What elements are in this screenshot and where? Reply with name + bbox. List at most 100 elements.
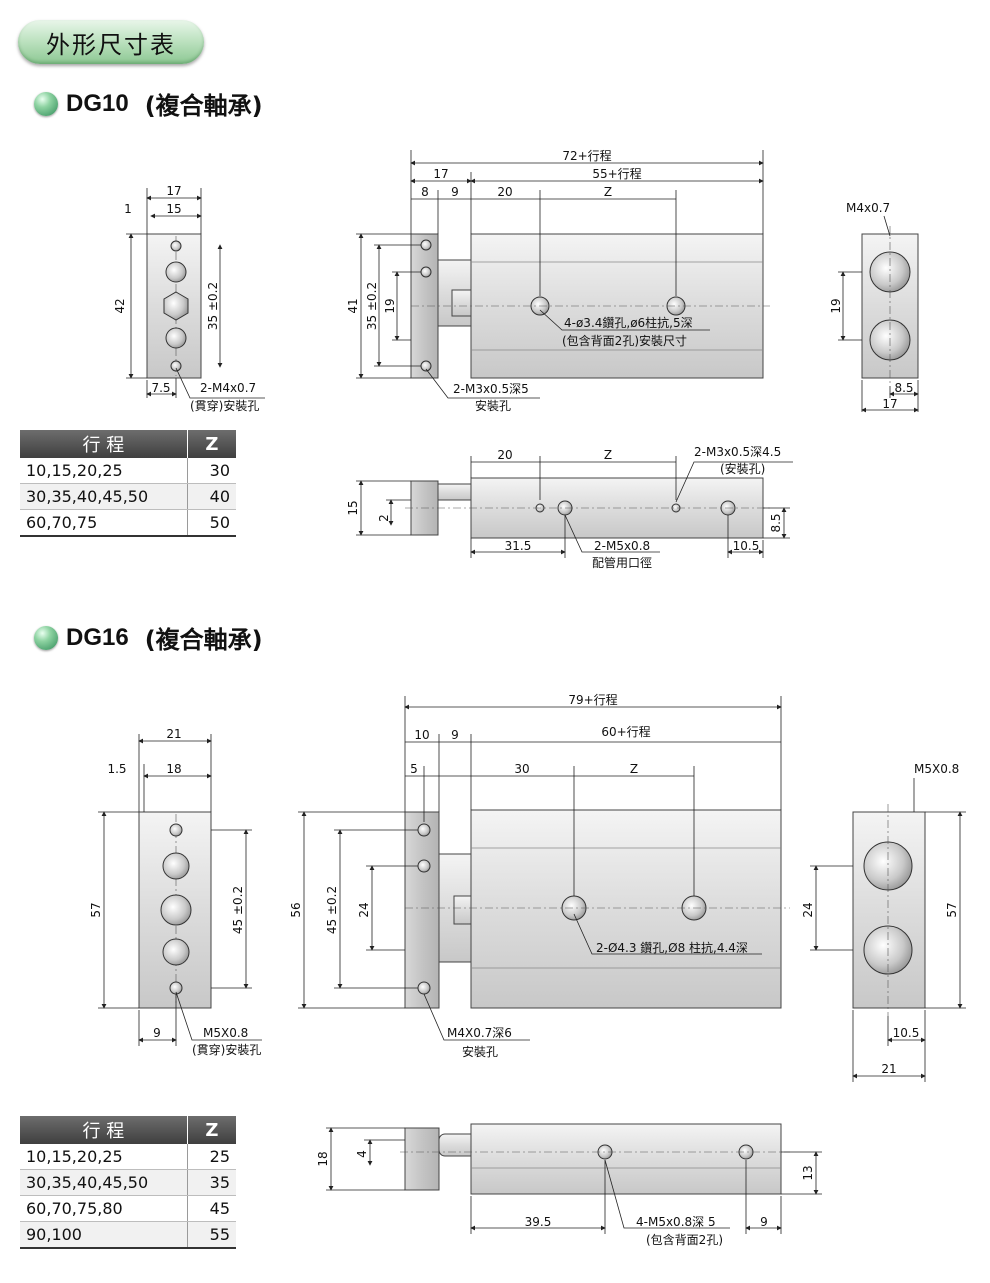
dg16-end-view: M5X0.8 24 57 10.5 21 xyxy=(801,762,966,1082)
note-text: 2-Ø4.3 鑽孔,Ø8 柱抗,4.4深 xyxy=(596,940,748,955)
dim-text: 42 xyxy=(113,298,127,313)
note-text: 2-M5x0.8 xyxy=(594,539,650,553)
dim-text: 15 xyxy=(346,500,360,515)
dim-text: 31.5 xyxy=(505,539,532,553)
stroke-header: 行 程 xyxy=(20,430,188,458)
dim-text: 2 xyxy=(377,514,391,522)
dim-text: 10.5 xyxy=(893,1026,920,1040)
table-header-row: 行 程 Z xyxy=(20,1116,236,1144)
note-text: 2-M4x0.7 xyxy=(200,381,256,395)
thread-text: M4x0.7 xyxy=(846,201,890,215)
dim-text: 15 xyxy=(166,202,181,216)
note-text: (安裝孔) xyxy=(720,461,765,476)
dim-text: 5 xyxy=(410,762,418,776)
dim-text: 72+行程 xyxy=(562,148,611,163)
z-cell: 55 xyxy=(186,1221,236,1249)
note-text: M5X0.8 xyxy=(203,1026,248,1040)
dim-text: 45 ±0.2 xyxy=(231,886,245,934)
dim-text: 17 xyxy=(166,184,181,198)
dim-text: 9 xyxy=(451,728,459,742)
dim-text: 20 xyxy=(497,448,512,462)
stroke-cell: 60,70,75,80 xyxy=(20,1195,188,1222)
green-bullet-icon xyxy=(34,91,58,116)
dim-text: 8 xyxy=(421,185,429,199)
dim-text: 20 xyxy=(497,185,512,199)
dim-text: 8.5 xyxy=(894,381,913,395)
note-text: (包含背面2孔)安裝尺寸 xyxy=(562,333,687,348)
dim-text: 18 xyxy=(316,1151,330,1166)
dim-text: 9 xyxy=(451,185,459,199)
z-cell: 45 xyxy=(186,1195,236,1222)
dim-text: 41 xyxy=(346,298,360,313)
dim-text: 19 xyxy=(383,298,397,313)
dg16-side-view: 21 18 1.5 57 45 ±0.2 9 M5X0.8 (貫穿)安裝孔 xyxy=(89,727,262,1057)
dg10-side-view: 17 15 1 42 35 ±0.2 7.5 2-M4x0.7 (貫穿)安裝孔 xyxy=(113,184,265,413)
dim-text: 39.5 xyxy=(525,1215,552,1229)
dim-text: 60+行程 xyxy=(601,724,650,739)
note-text: 安裝孔 xyxy=(475,398,511,413)
dim-text: 79+行程 xyxy=(568,692,617,707)
dg16-bottom-view: 18 4 13 39.5 4-M5x0.8深 5 (包含背面2孔) 9 xyxy=(316,1123,822,1247)
note-text: 2-M3x0.5深4.5 xyxy=(694,445,781,459)
dim-text: 45 ±0.2 xyxy=(325,886,339,934)
note-text: (包含背面2孔) xyxy=(646,1232,723,1247)
section-banner: 外形尺寸表 xyxy=(18,20,204,64)
note-text: 安裝孔 xyxy=(462,1044,498,1059)
dim-text: 9 xyxy=(760,1215,768,1229)
z-header: Z xyxy=(187,1116,236,1144)
dg10-bottom-view: 20 Z 2-M3x0.5深4.5 (安裝孔) 15 2 8.5 31.5 2-… xyxy=(346,445,793,570)
dg10-front-view: 72+行程 17 55+行程 8 9 20 Z 41 35 ±0.2 19 4-… xyxy=(346,148,770,413)
dim-text: 24 xyxy=(801,902,815,917)
dim-text: 4 xyxy=(355,1150,369,1158)
z-header: Z xyxy=(187,430,236,458)
note-text: (貫穿)安裝孔 xyxy=(190,398,259,413)
dim-text: 56 xyxy=(289,902,303,917)
dim-text: 24 xyxy=(357,902,371,917)
dim-text: 55+行程 xyxy=(592,166,641,181)
z-cell: 35 xyxy=(186,1169,236,1196)
dim-text: Z xyxy=(604,448,612,462)
dim-text: 35 ±0.2 xyxy=(365,282,379,330)
stroke-cell: 10,15,20,25 xyxy=(20,458,188,484)
z-cell: 30 xyxy=(186,458,236,484)
stroke-cell: 90,100 xyxy=(20,1221,188,1249)
green-bullet-icon xyxy=(34,625,58,650)
z-cell: 25 xyxy=(186,1144,236,1170)
dg16-front-view: 79+行程 10 9 60+行程 5 30 Z 56 45 ±0.2 24 2-… xyxy=(289,692,790,1059)
dim-text: 18 xyxy=(166,762,181,776)
dim-text: 10 xyxy=(414,728,429,742)
dim-text: 10.5 xyxy=(733,539,760,553)
dim-text: 8.5 xyxy=(769,513,783,532)
note-text: 配管用口徑 xyxy=(592,555,652,570)
z-cell: 40 xyxy=(186,483,236,510)
dim-text: 30 xyxy=(514,762,529,776)
dim-text: 17 xyxy=(433,167,448,181)
dg16-bearing: (複合軸承) xyxy=(144,626,263,654)
note-text: 4-M5x0.8深 5 xyxy=(636,1215,716,1229)
dg16-model: DG16 xyxy=(66,623,129,651)
note-text: 2-M3x0.5深5 xyxy=(453,382,529,396)
dim-text: Z xyxy=(604,185,612,199)
stroke-header: 行 程 xyxy=(20,1116,188,1144)
table-header-row: 行 程 Z xyxy=(20,430,236,458)
dim-text: 17 xyxy=(882,397,897,411)
dg16-heading: DG16 (複合軸承) xyxy=(34,620,263,655)
dim-text: 35 ±0.2 xyxy=(206,282,220,330)
stroke-cell: 30,35,40,45,50 xyxy=(20,483,188,510)
stroke-cell: 10,15,20,25 xyxy=(20,1144,188,1170)
stroke-cell: 60,70,75 xyxy=(20,509,188,537)
thread-text: M5X0.8 xyxy=(914,762,959,776)
z-cell: 50 xyxy=(186,509,236,537)
dg10-bearing: (複合軸承) xyxy=(144,92,263,120)
dg10-heading: DG10 (複合軸承) xyxy=(34,86,263,121)
dim-text: 57 xyxy=(945,902,959,917)
